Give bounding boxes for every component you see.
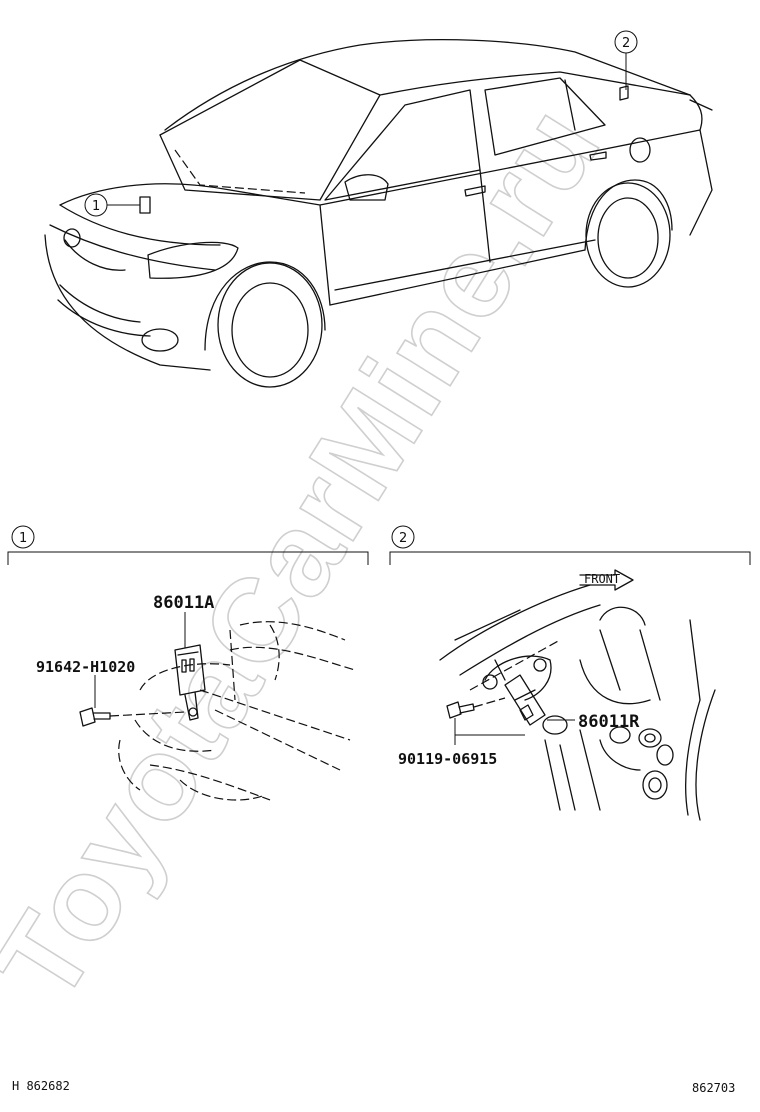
bolt-91642-H1020 xyxy=(79,707,111,727)
part-label-90119-06915: 90119-06915 xyxy=(398,750,497,768)
part-label-91642-H1020: 91642-H1020 xyxy=(36,658,135,676)
front-direction-arrow: FRONT xyxy=(579,569,634,591)
callout-1-number: 1 xyxy=(92,199,100,214)
footer-right-code: 862703 xyxy=(692,1081,735,1095)
detail-2-index: 2 xyxy=(399,531,407,546)
front-arrow-label: FRONT xyxy=(584,572,620,586)
callout-2-number: 2 xyxy=(622,36,630,51)
detail-1-index: 1 xyxy=(19,531,27,546)
detail-2-panel: 2 FRONT xyxy=(389,525,751,821)
sensor-86011A xyxy=(174,644,206,721)
part-label-86011R: 86011R xyxy=(578,712,640,732)
footer-left-code: H 862682 xyxy=(12,1079,70,1093)
watermark: ToyotaCarMine.ru xyxy=(0,83,627,1025)
part-label-86011A: 86011A xyxy=(153,593,214,613)
detail-2-marker xyxy=(391,525,415,549)
detail-1-marker xyxy=(11,525,35,549)
car-overview-illustration: 1 2 xyxy=(44,30,713,388)
watermark-text: ToyotaCarMine.ru xyxy=(0,83,626,1023)
detail-1-panel: 1 86011A 91642-H1020 xyxy=(7,525,369,801)
bolt-90119-06915 xyxy=(446,701,475,719)
sensor-86011R xyxy=(494,659,546,726)
